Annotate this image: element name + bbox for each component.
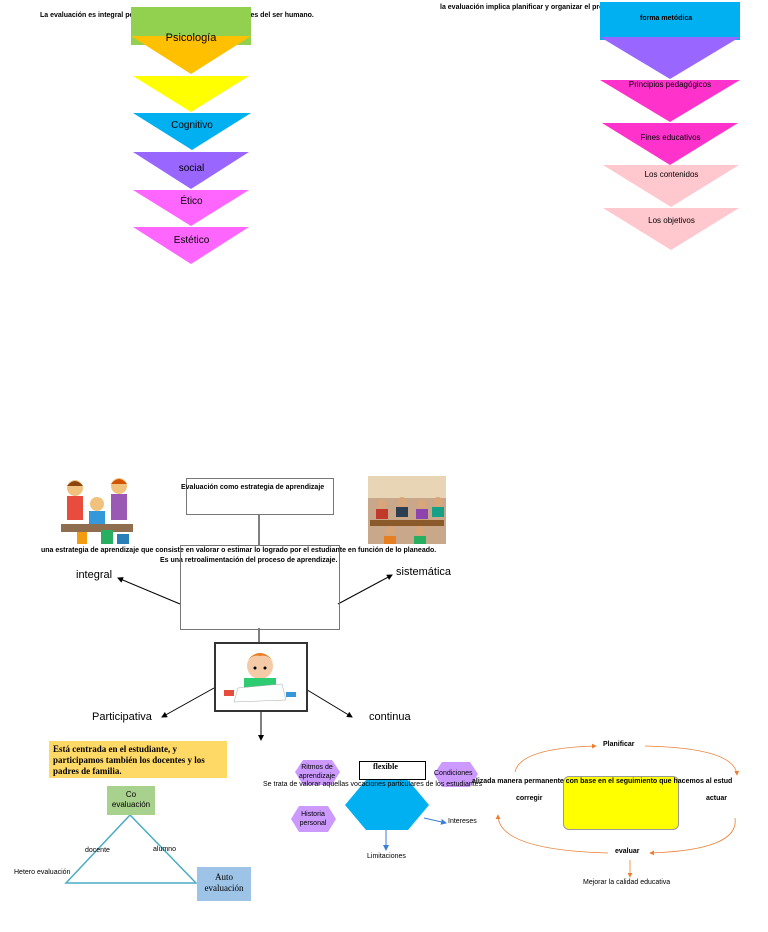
flexible-description: Se trata de valorar aquellas vocaciones … [263, 781, 483, 788]
left-funnel-item-label: Ético [180, 196, 203, 207]
right-funnel-item-label: Principios pedagógicos [628, 80, 712, 89]
left-funnel-item-triangle [133, 152, 249, 189]
historia-label: Historia personal [299, 811, 327, 827]
map-title: Evaluación como estrategia de aprendizaj… [181, 484, 325, 491]
intereses-label: Intereses [448, 818, 477, 825]
actuar-label: actuar [706, 795, 728, 802]
definition-text-2: Es una retroalimentación del proceso de … [160, 557, 338, 564]
right-funnel-top-box [600, 2, 740, 40]
docente-label: docente [85, 847, 110, 854]
left-funnel-item-triangle [133, 113, 251, 150]
corregir-label: corregir [516, 795, 543, 802]
planificar-label: Planificar [603, 741, 635, 748]
classroom-photo [368, 476, 446, 544]
left-funnel-item-label: Estético [173, 235, 210, 246]
title-box [186, 478, 334, 515]
left-funnel-item-triangle [133, 190, 249, 226]
flexible-title: flexible [373, 762, 398, 771]
right-funnel-item-label: Los contenidos [644, 170, 699, 179]
left-funnel-item-triangle [131, 36, 251, 74]
left-funnel-item-label: Cognitivo [171, 120, 213, 131]
left-funnel-item-triangle [133, 227, 249, 264]
heteroevaluacion-label: Hetero evaluación [14, 869, 71, 876]
cycle-center-box [563, 776, 679, 830]
flexible-title-box [359, 761, 426, 780]
right-funnel-item-label: Los objetivos [648, 216, 695, 225]
cycle-description: alizada manera permanente con base en el… [472, 778, 733, 785]
right-funnel-subheading: forma metódica [640, 15, 693, 22]
participativa-note-text: Está centrada en el estudiante, y partic… [53, 744, 205, 776]
definition-box [180, 545, 340, 630]
left-funnel-item-label: social [178, 163, 205, 174]
coevaluacion-label: Co evaluación [111, 790, 151, 809]
right-funnel-item-triangle [603, 208, 739, 250]
coevaluacion-box [107, 786, 155, 815]
left-funnel-item-label: Psicología [165, 32, 217, 44]
right-funnel-item-triangle [600, 37, 740, 79]
integral-label: integral [76, 569, 113, 581]
evaluar-label: evaluar [615, 848, 640, 855]
right-funnel-item-triangle [600, 80, 740, 122]
child-writing-image [214, 642, 308, 712]
participativa-note: Está centrada en el estudiante, y partic… [49, 741, 227, 778]
students-illustration [57, 474, 137, 546]
continua-label: continua [369, 711, 411, 723]
sistematica-label: sistemática [396, 566, 452, 578]
condiciones-label: Condiciones [434, 770, 473, 777]
autoevaluacion-box [197, 867, 251, 901]
right-funnel-heading: la evaluación implica planificar y organ… [440, 4, 741, 11]
right-funnel-item-triangle [602, 123, 738, 165]
mejorar-label: Mejorar la calidad educativa [583, 879, 671, 886]
left-funnel-item-triangle [133, 76, 249, 112]
participativa-label: Participativa [92, 711, 152, 723]
alumno-label: alumno [153, 846, 176, 853]
limitaciones-label: Limitaciones [367, 853, 406, 860]
right-funnel-item-triangle [603, 165, 739, 207]
ritmos-label: Ritmos de aprendizaje [298, 764, 336, 780]
definition-text: una estrategia de aprendizaje que consis… [41, 547, 437, 554]
right-funnel-item-label: Fines educativos [640, 133, 701, 142]
autoevaluacion-label: Auto evaluación [204, 872, 244, 893]
